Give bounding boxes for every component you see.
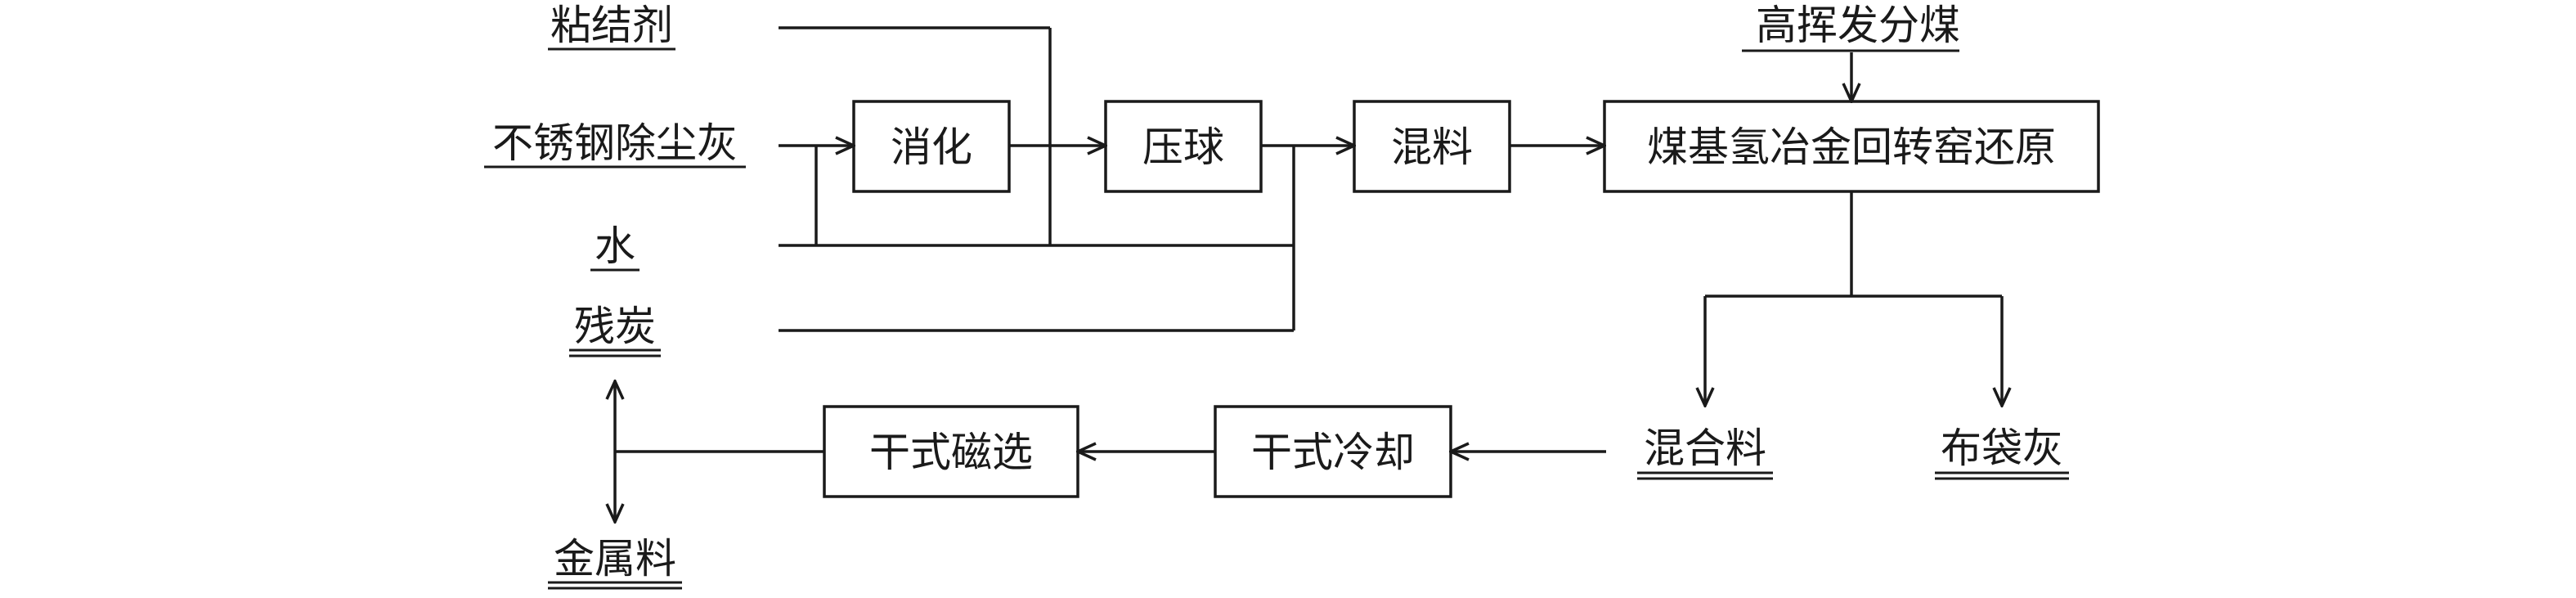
input-high-volatile-coal: 高挥发分煤 — [1742, 2, 1960, 52]
output-baghouse-dust: 布袋灰 — [1935, 425, 2069, 480]
output-mixed-material: 混合料 — [1637, 425, 1773, 480]
svg-text:粘结剂: 粘结剂 — [550, 2, 673, 49]
svg-text:高挥发分煤: 高挥发分煤 — [1756, 2, 1960, 49]
svg-text:消化: 消化 — [891, 124, 972, 171]
svg-text:金属料: 金属料 — [554, 535, 676, 582]
svg-text:残炭: 残炭 — [574, 303, 656, 350]
svg-text:煤基氢冶金回转窑还原: 煤基氢冶金回转窑还原 — [1647, 124, 2056, 171]
svg-text:干式冷却: 干式冷却 — [1251, 429, 1415, 476]
svg-text:干式磁选: 干式磁选 — [869, 429, 1033, 476]
box-digestion: 消化 — [852, 100, 1011, 193]
output-metal-material: 金属料 — [548, 535, 682, 590]
svg-text:混合料: 混合料 — [1644, 425, 1766, 472]
input-residual-carbon: 残炭 — [569, 303, 661, 357]
input-stainless-dust: 不锈钢除尘灰 — [484, 119, 746, 169]
input-binder: 粘结剂 — [548, 2, 675, 51]
input-water: 水 — [590, 223, 640, 272]
svg-text:压球: 压球 — [1142, 124, 1224, 171]
box-mixing: 混料 — [1353, 100, 1511, 193]
svg-text:混料: 混料 — [1391, 124, 1473, 171]
box-kiln-reduction: 煤基氢冶金回转窑还原 — [1603, 100, 2100, 193]
svg-text:不锈钢除尘灰: 不锈钢除尘灰 — [492, 119, 738, 167]
box-dry-cooling: 干式冷却 — [1214, 405, 1452, 498]
box-dry-magnetic-separation: 干式磁选 — [823, 405, 1079, 498]
svg-text:布袋灰: 布袋灰 — [1941, 425, 2063, 472]
svg-text:水: 水 — [595, 223, 635, 270]
box-pelletizing: 压球 — [1104, 100, 1263, 193]
